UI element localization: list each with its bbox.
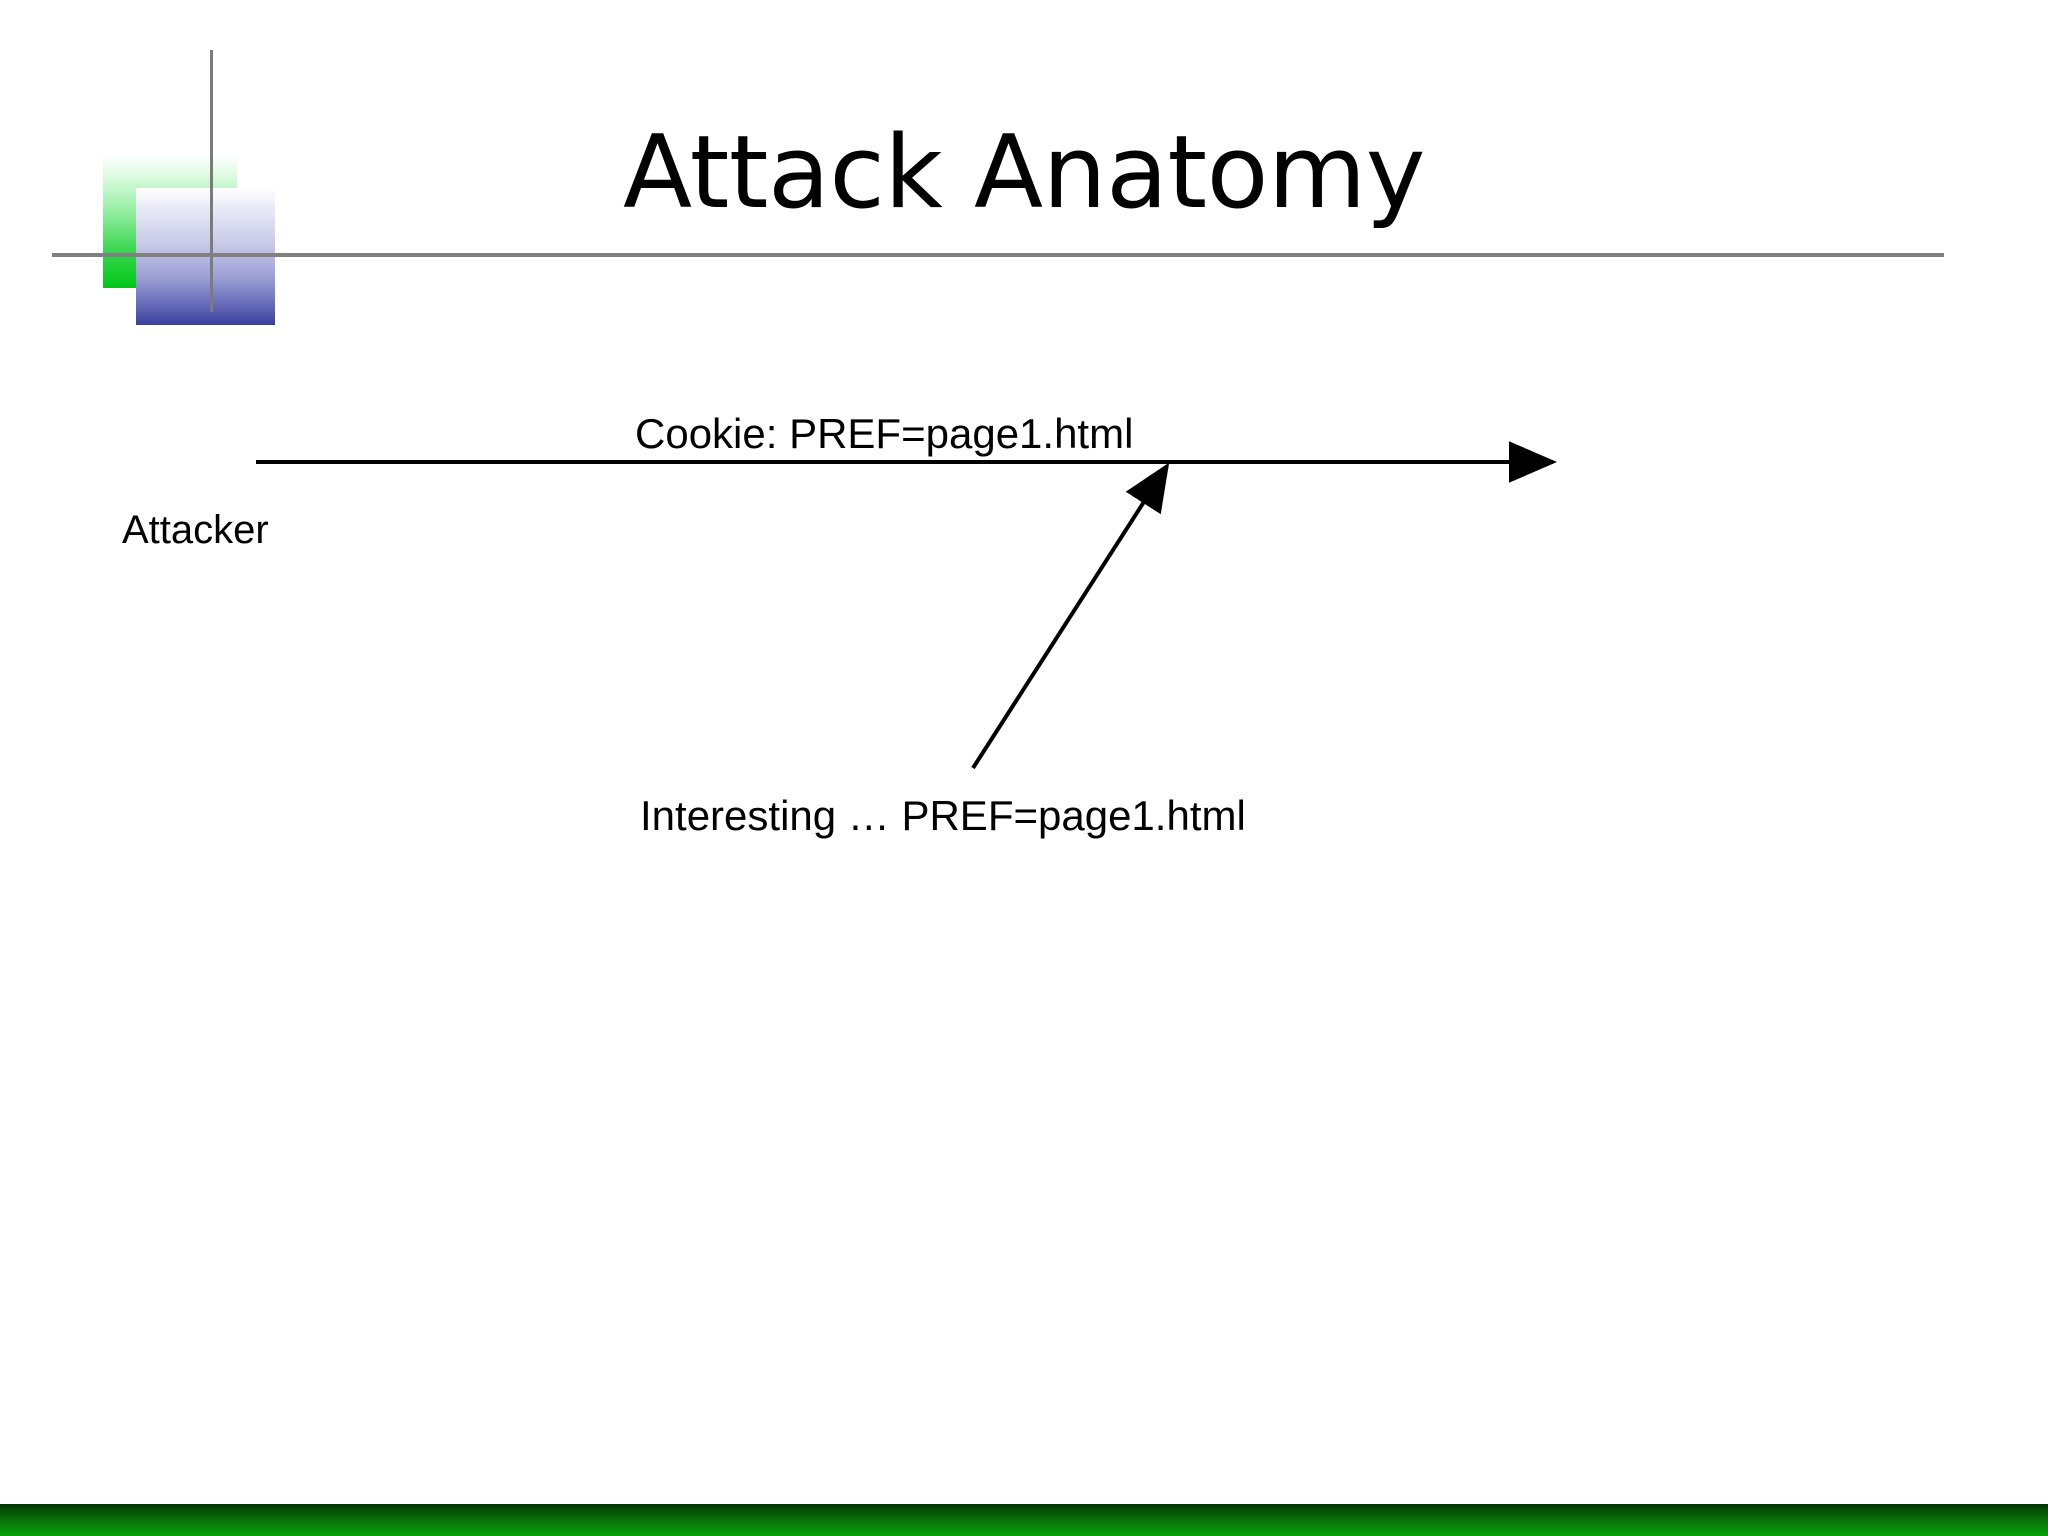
annotation-label-interesting: Interesting … PREF=page1.html <box>640 792 1246 839</box>
cookie-message-label: Cookie: PREF=page1.html <box>635 410 1134 457</box>
footer-band <box>0 1504 2048 1536</box>
actor-label-attacker: Attacker <box>122 508 269 552</box>
vertical-rule-icon <box>210 50 213 312</box>
page-title: Attack Anatomy <box>622 113 1426 231</box>
annotation-callout-arrow <box>971 462 1170 770</box>
title-divider <box>52 253 1944 257</box>
